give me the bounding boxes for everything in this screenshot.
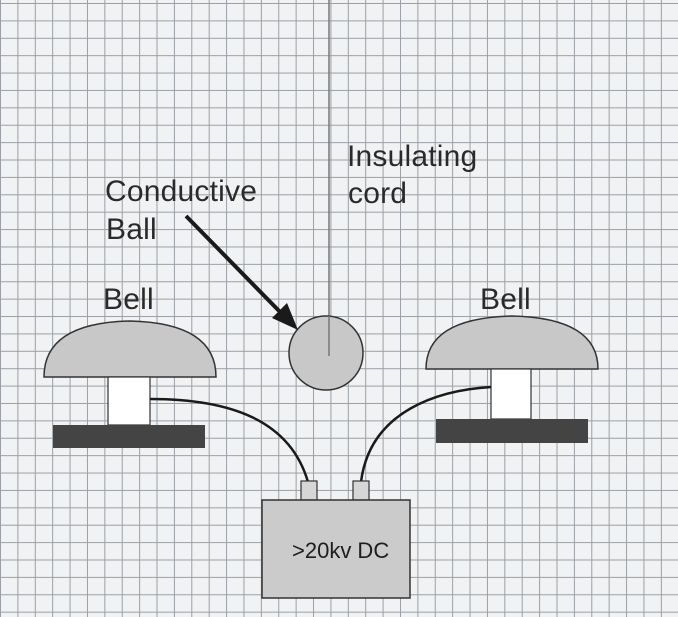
right-bell-label: Bell — [480, 283, 531, 316]
right-bell-base — [436, 419, 588, 443]
power-supply-box — [261, 499, 411, 599]
left-bell-dome — [43, 320, 217, 378]
right-bell — [425, 315, 599, 443]
conductive-ball-label-line1: Conductive — [105, 175, 258, 208]
insulating-cord-label-line2: cord — [348, 177, 408, 210]
conductive-ball — [288, 315, 364, 391]
right-bell-stand — [490, 368, 532, 420]
left-bell — [43, 320, 217, 448]
conductive-ball-label-line2: Ball — [106, 213, 157, 246]
ball-pointer-arrow — [184, 214, 298, 330]
left-bell-base — [53, 425, 205, 448]
power-supply — [261, 480, 411, 599]
power-supply-label: >20kv DC — [292, 538, 390, 563]
left-terminal — [300, 480, 318, 501]
insulating-cord-label-line1: Insulating — [347, 140, 478, 173]
left-bell-stand — [107, 376, 151, 426]
right-wire — [359, 385, 492, 483]
right-bell-dome — [425, 315, 599, 370]
left-bell-label: Bell — [103, 283, 154, 316]
right-terminal — [352, 480, 370, 501]
left-wire — [149, 397, 310, 483]
